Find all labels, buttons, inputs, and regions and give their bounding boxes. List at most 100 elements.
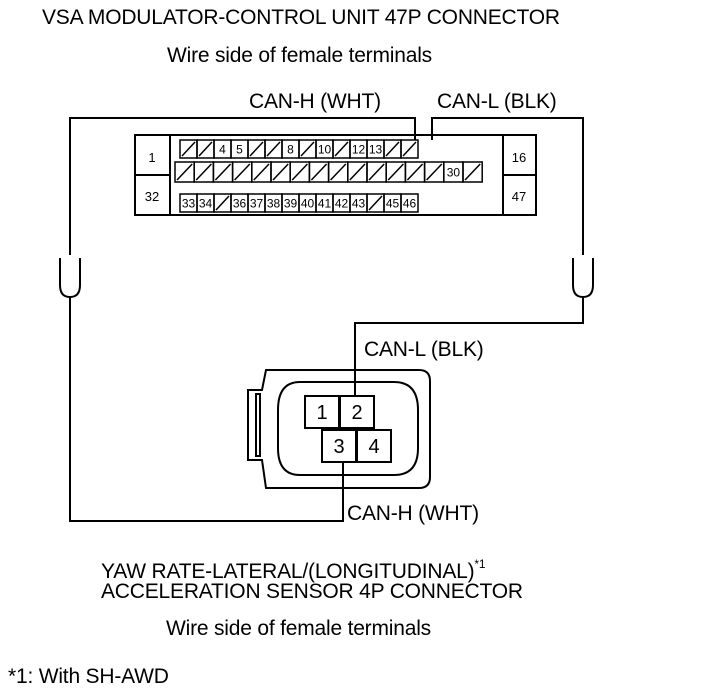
unused-terminal-slash [310,163,328,181]
footnote: *1: With SH-AWD [8,665,169,688]
can-l-top-label: CAN-L (BLK) [437,90,557,113]
terminal-cell [247,139,266,159]
sensor-pin-number: 4 [368,436,379,458]
terminal-cell [213,193,232,213]
terminal-cell [179,139,198,159]
terminal-cell [385,161,407,183]
terminal-cell [366,161,387,183]
can-h-bottom-label: CAN-H (WHT) [347,502,479,525]
terminal-cell: 30 [443,161,464,183]
terminal-cell: 8 [281,139,300,159]
terminal-cell: 34 [196,193,215,213]
terminal-number: 45 [386,197,400,211]
terminal-cell [308,161,330,183]
vsa-side-terminal-right-bottom: 47 [512,189,526,204]
terminal-number: 36 [233,197,247,211]
terminal-cell [332,139,351,159]
sensor-connector-body [247,369,431,489]
terminal-number: 41 [318,197,332,211]
terminal-cell: 12 [349,139,368,159]
terminal-cell: 13 [366,139,385,159]
terminal-cell: 39 [281,193,300,213]
terminal-cell [231,161,253,183]
unused-terminal-slash [368,163,385,181]
terminal-number: 4 [219,143,226,157]
terminal-cell [347,161,368,183]
terminal-number: 38 [267,197,281,211]
terminal-number: 39 [284,197,298,211]
terminal-cell [404,161,426,183]
vsa-connector-subtitle: Wire side of female terminals [167,44,432,67]
unused-terminal-slash [214,163,232,181]
terminal-cell: 36 [230,193,249,213]
terminal-number: 10 [318,143,332,157]
unused-terminal-slash [300,141,315,157]
terminal-number: 34 [199,197,213,211]
terminal-cell [366,193,385,213]
can-h-wire-top [69,117,416,255]
terminal-cell [289,161,311,183]
unused-terminal-slash [181,141,196,157]
terminal-number: 43 [352,197,366,211]
terminal-cell [298,139,317,159]
terminal-number: 30 [447,166,461,180]
unused-terminal-slash [387,163,404,181]
sensor-pin-1: 1 [304,395,340,429]
sensor-pin-number: 1 [316,402,327,424]
unused-terminal-slash [215,195,230,211]
sensor-title-line1: YAW RATE-LATERAL/(LONGITUDINAL)*1 [101,554,486,584]
terminal-number: 12 [352,143,366,157]
terminal-cell [270,161,291,183]
terminal-number: 13 [369,143,383,157]
vsa-side-terminal-left-bottom: 32 [145,189,159,204]
terminal-cell: 41 [315,193,334,213]
unused-terminal-slash [176,163,193,181]
terminal-cell [462,161,483,183]
sensor-pin-3: 3 [321,429,357,463]
terminal-cell [212,161,234,183]
unused-terminal-slash [249,141,264,157]
wire-break-left-icon [59,258,81,299]
sensor-title-text: YAW RATE-LATERAL/(LONGITUDINAL) [101,560,475,583]
unused-terminal-slash [266,141,281,157]
terminal-cell: 33 [179,193,198,213]
terminal-cell [327,161,349,183]
terminal-cell: 45 [383,193,402,213]
sensor-latch [255,393,261,457]
terminal-cell [174,161,195,183]
unused-terminal-slash [402,141,417,157]
terminal-cell [400,139,419,159]
sensor-title-line2: ACCELERATION SENSOR 4P CONNECTOR [101,580,523,603]
terminal-cell: 4 [213,139,232,159]
vsa-side-terminal-right-top: 16 [512,150,526,165]
sensor-pin-2: 2 [339,395,375,429]
terminal-cell: 42 [332,193,351,213]
terminal-cell: 40 [298,193,317,213]
terminal-cell: 38 [264,193,283,213]
terminal-number: 5 [236,143,243,157]
unused-terminal-slash [464,163,481,181]
unused-terminal-slash [198,141,213,157]
sensor-pin-housing [277,381,419,476]
unused-terminal-slash [291,163,308,181]
unused-terminal-slash [406,163,424,181]
can-h-wire-bottom [69,297,344,522]
can-l-bottom-label: CAN-L (BLK) [364,338,484,361]
sensor-pin-number: 3 [333,436,344,458]
terminal-cell [251,161,272,183]
terminal-cell [383,139,402,159]
wire-break-right-icon [572,258,594,299]
terminal-number: 37 [250,197,264,211]
unused-terminal-slash [368,195,383,211]
unused-terminal-slash [195,163,212,181]
terminal-cell [423,161,445,183]
sensor-subtitle: Wire side of female terminals [166,617,431,640]
terminal-number: 40 [301,197,315,211]
unused-terminal-slash [234,163,251,181]
footnote-mark: *1 [474,557,486,571]
can-l-wire-top [431,117,584,255]
